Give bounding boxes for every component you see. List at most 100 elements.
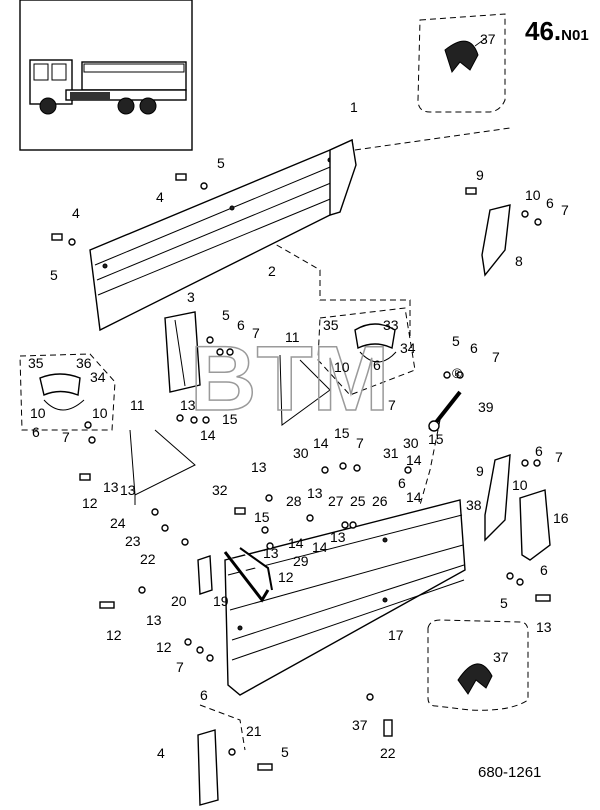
callout-6: 6 [470,340,478,356]
callout-21: 22 [380,745,396,761]
callout-13: 13 [146,612,162,628]
callout-3: 3 [187,289,195,305]
callout-16: 16 [553,510,569,526]
seal-detail-top: 37 [417,13,506,113]
seal-detail-bottom: 37 [427,619,529,711]
callouts: 1 5 4 4 5 2 9 10 6 7 8 3 5 6 7 11 35 33 … [28,99,569,761]
callout-36: 36 [76,355,92,371]
bracket-9-right [484,454,511,542]
callout-7: 7 [492,349,500,365]
callout-10: 10 [334,359,350,375]
callout-4: 13 [536,619,552,635]
clamp-right [354,323,397,363]
page-title: 46.N01 [525,16,589,46]
callout-12: 12 [106,627,122,643]
callout-17: 17 [388,627,404,643]
bracket-8 [481,204,511,277]
watermark: BTM ® [189,327,463,431]
rod-19 [223,551,270,603]
callout-14: 14 [313,435,329,451]
callout-31: 31 [383,445,399,461]
corner-post-1 [329,138,357,216]
callout-8: 8 [515,253,523,269]
leader-1 [354,127,511,151]
callout-14: 14 [312,539,328,555]
rod-12 [239,547,273,591]
callout-11: 11 [130,397,145,413]
clamp-group-left [19,353,116,431]
callout-7: 12 [156,639,172,655]
callout-9: 9 [476,167,484,183]
callout-10: 10 [92,405,108,421]
callout-5: 21 [246,723,262,739]
callout-6: 7 [176,659,184,675]
callout-6: 6 [32,424,40,440]
callout-7: 7 [561,202,569,218]
truck-inset [19,0,193,151]
callout-5: 5 [217,155,225,171]
callout-13: 13 [103,479,119,495]
drawing-number: 680-1261 [478,764,542,781]
callout-10: 10 [512,477,528,493]
callout-22: 37 [352,717,368,733]
callout-5: 5 [500,595,508,611]
callout-5: 5 [50,267,58,283]
callout-13: 13 [263,545,279,561]
callout-13: 13 [251,459,267,475]
callout-26: 26 [372,493,388,509]
callout-7: 7 [356,435,364,451]
lever-39 [428,390,462,432]
callout-14: 14 [406,489,422,505]
callout-15: 15 [428,431,444,447]
dashed-assembly-line-2 [419,419,441,506]
clamp-left [39,373,85,411]
callout-12: 12 [278,569,294,585]
callout-22: 22 [140,551,156,567]
callout-24: 24 [110,515,126,531]
callout-38: 38 [466,497,482,513]
callout-15: 15 [222,411,238,427]
callout-2: 2 [268,263,276,279]
callout-33: 33 [383,317,399,333]
callout-10: 10 [30,405,46,421]
post-18 [197,729,219,806]
callout-6: 6 [373,357,381,373]
callout-13: 13 [120,482,136,498]
callout-5: 5 [452,333,460,349]
bracket-3 [164,311,201,393]
callout-37-top: 37 [480,31,496,47]
callout-27: 27 [328,493,344,509]
callout-37-bottom: 37 [493,649,509,665]
callout-14: 14 [200,427,216,443]
callout-29: 29 [293,553,309,569]
callout-7: 7 [388,397,396,413]
svg-text:®: ® [452,365,463,381]
callout-15: 15 [254,509,270,525]
callout-14: 14 [406,452,422,468]
clamp-group-right [317,307,416,396]
callout-34: 34 [400,340,416,356]
callout-9: 9 [476,463,484,479]
callout-10: 10 [525,187,541,203]
callout-35: 35 [323,317,339,333]
callout-6: 6 [540,562,548,578]
callout-35: 35 [28,355,44,371]
svg-text:BTM: BTM [190,328,389,430]
callout-6: 6 [237,317,245,333]
callout-5: 5 [222,307,230,323]
callout-13: 13 [180,397,196,413]
side-board-lower [224,499,466,696]
callout-15: 15 [334,425,350,441]
callout-7: 7 [252,325,260,341]
dashed-assembly-line-3 [199,704,246,751]
callout-6: 6 [546,195,554,211]
callout-14: 14 [288,535,304,551]
callout-13: 13 [330,529,346,545]
callout-12: 12 [82,495,98,511]
callout-39: 39 [478,399,494,415]
callout-30: 30 [293,445,309,461]
callout-34: 34 [90,369,106,385]
callout-6: 6 [535,443,543,459]
callout-28: 28 [286,493,302,509]
callout-32: 32 [212,482,228,498]
